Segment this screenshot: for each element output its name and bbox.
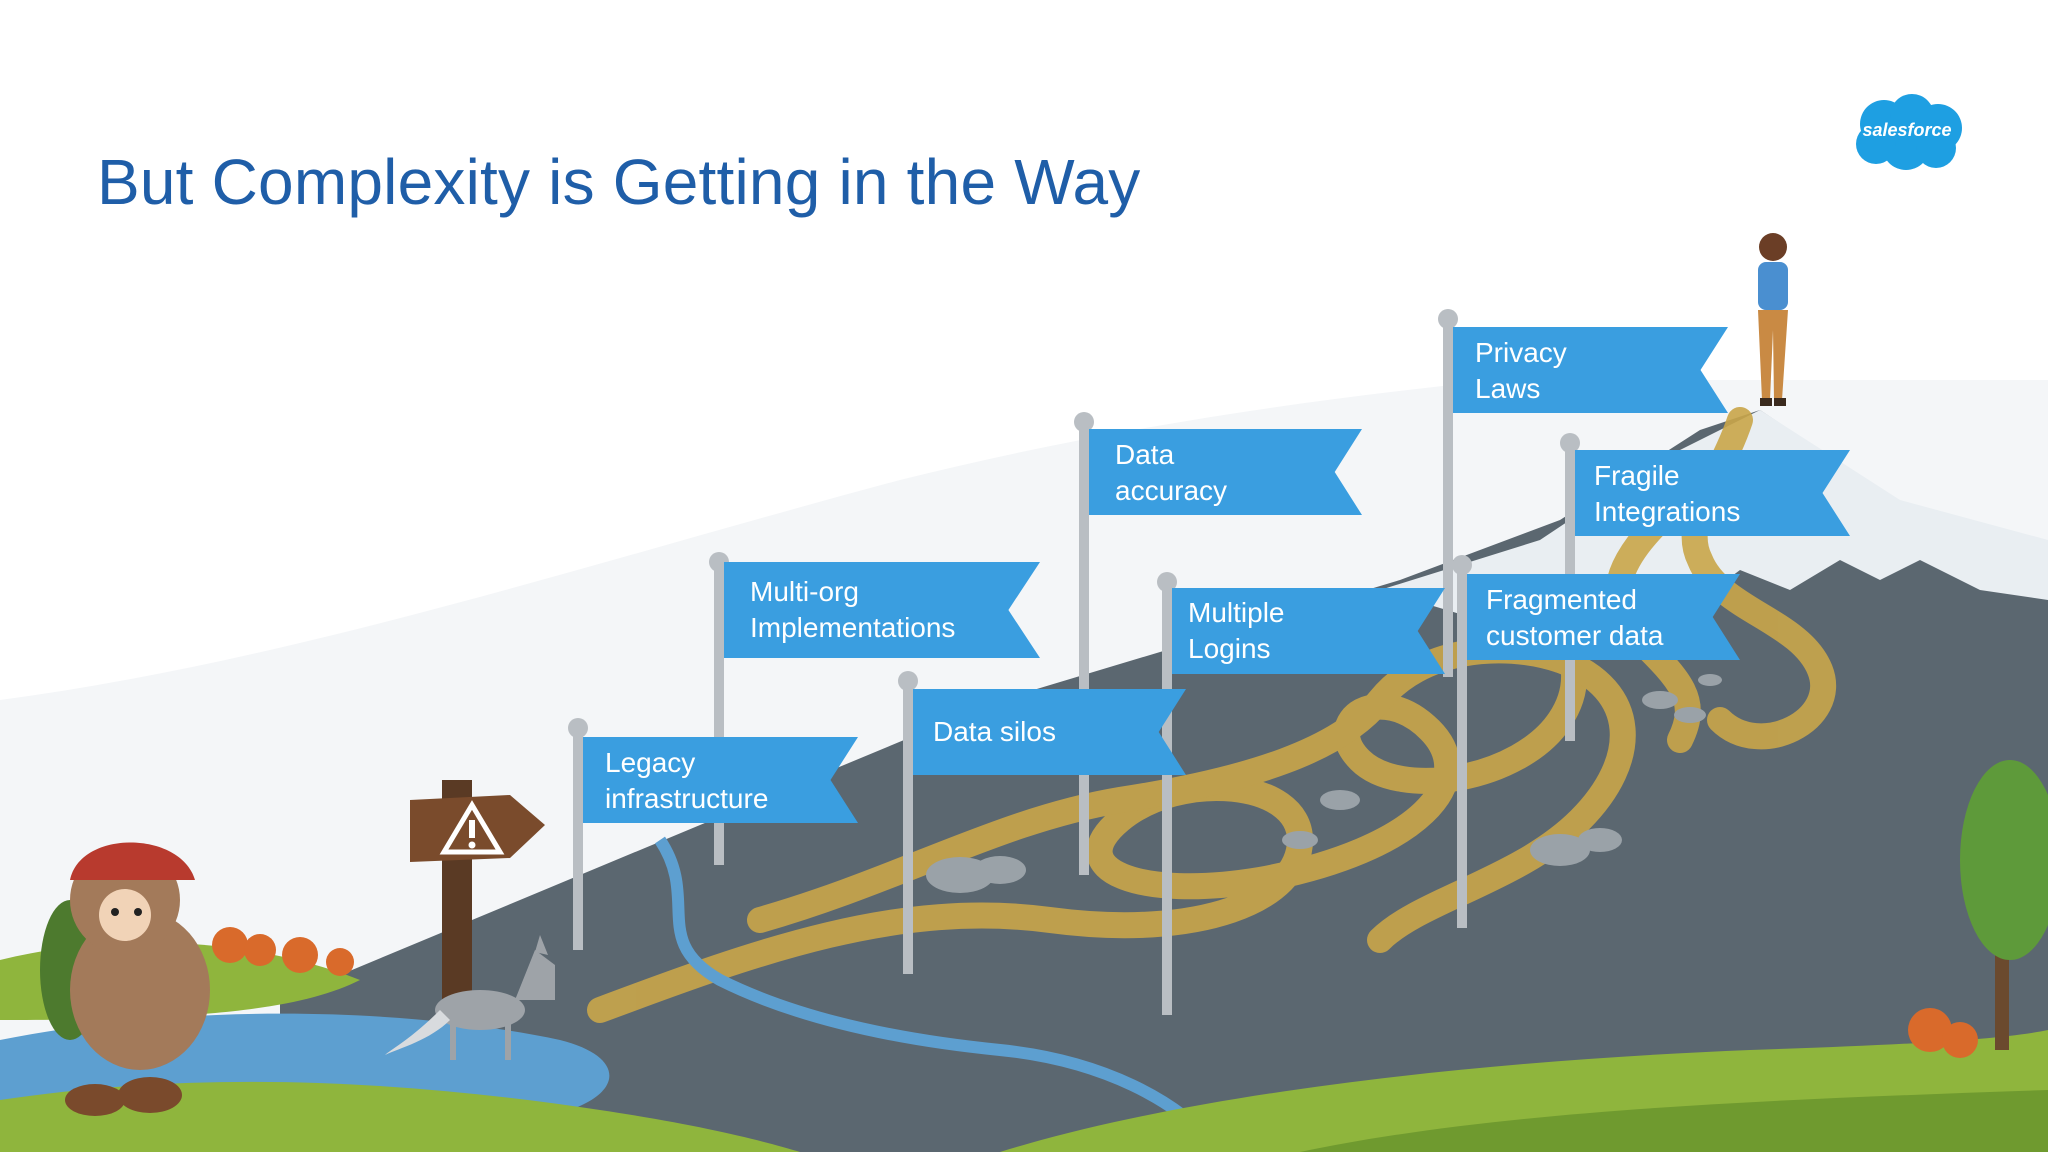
flag-line: accuracy: [1115, 475, 1228, 506]
flag-privacy-laws: Privacy Laws: [1453, 327, 1728, 413]
flag-multiple-logins: Multiple Logins: [1172, 588, 1445, 674]
flag-line: Legacy: [605, 747, 696, 778]
flag-line: Logins: [1188, 633, 1271, 664]
flag-line: infrastructure: [605, 783, 769, 814]
autumn-bushes: [212, 927, 1978, 1058]
logo-text: salesforce: [1862, 120, 1952, 140]
salesforce-logo: salesforce: [1848, 92, 1966, 174]
flag-fragmented-customer-data: Fragmented customer data: [1467, 574, 1740, 660]
grass-bottom-left: [0, 1081, 800, 1152]
flag-multi-org-implementations: Multi-org Implementations: [724, 562, 1040, 658]
tree-canopy: [1960, 760, 2048, 960]
flag-line: Fragile: [1594, 460, 1680, 491]
flag-line: Multi-org: [750, 576, 859, 607]
flag-line: Data silos: [933, 716, 1056, 747]
grass-front: [1300, 1090, 2048, 1152]
flag-data-accuracy: Data accuracy: [1089, 429, 1362, 515]
slide-title: But Complexity is Getting in the Way: [97, 145, 1141, 218]
woman-on-summit-illustration: [1758, 233, 1788, 406]
cloud-icon: [1856, 94, 1962, 170]
flag-data-silos: Data silos: [913, 689, 1186, 775]
flag-line: Privacy: [1475, 337, 1567, 368]
warning-icon: [439, 800, 505, 855]
flag-line: Multiple: [1188, 597, 1285, 628]
flag-line: Integrations: [1594, 496, 1741, 527]
flag-line: Fragmented: [1486, 584, 1637, 615]
fox-illustration: [385, 935, 555, 1060]
signpost-board: [410, 795, 545, 862]
flag-fragile-integrations: Fragile Integrations: [1575, 450, 1850, 536]
flag-line: customer data: [1486, 620, 1664, 651]
river: [654, 836, 1225, 1152]
flag-line: Implementations: [750, 612, 956, 643]
astro-character-illustration: [40, 842, 210, 1116]
flag-line: Data: [1115, 439, 1175, 470]
flag-line: Laws: [1475, 373, 1541, 404]
flag-legacy-infrastructure: Legacy infrastructure: [583, 737, 858, 823]
